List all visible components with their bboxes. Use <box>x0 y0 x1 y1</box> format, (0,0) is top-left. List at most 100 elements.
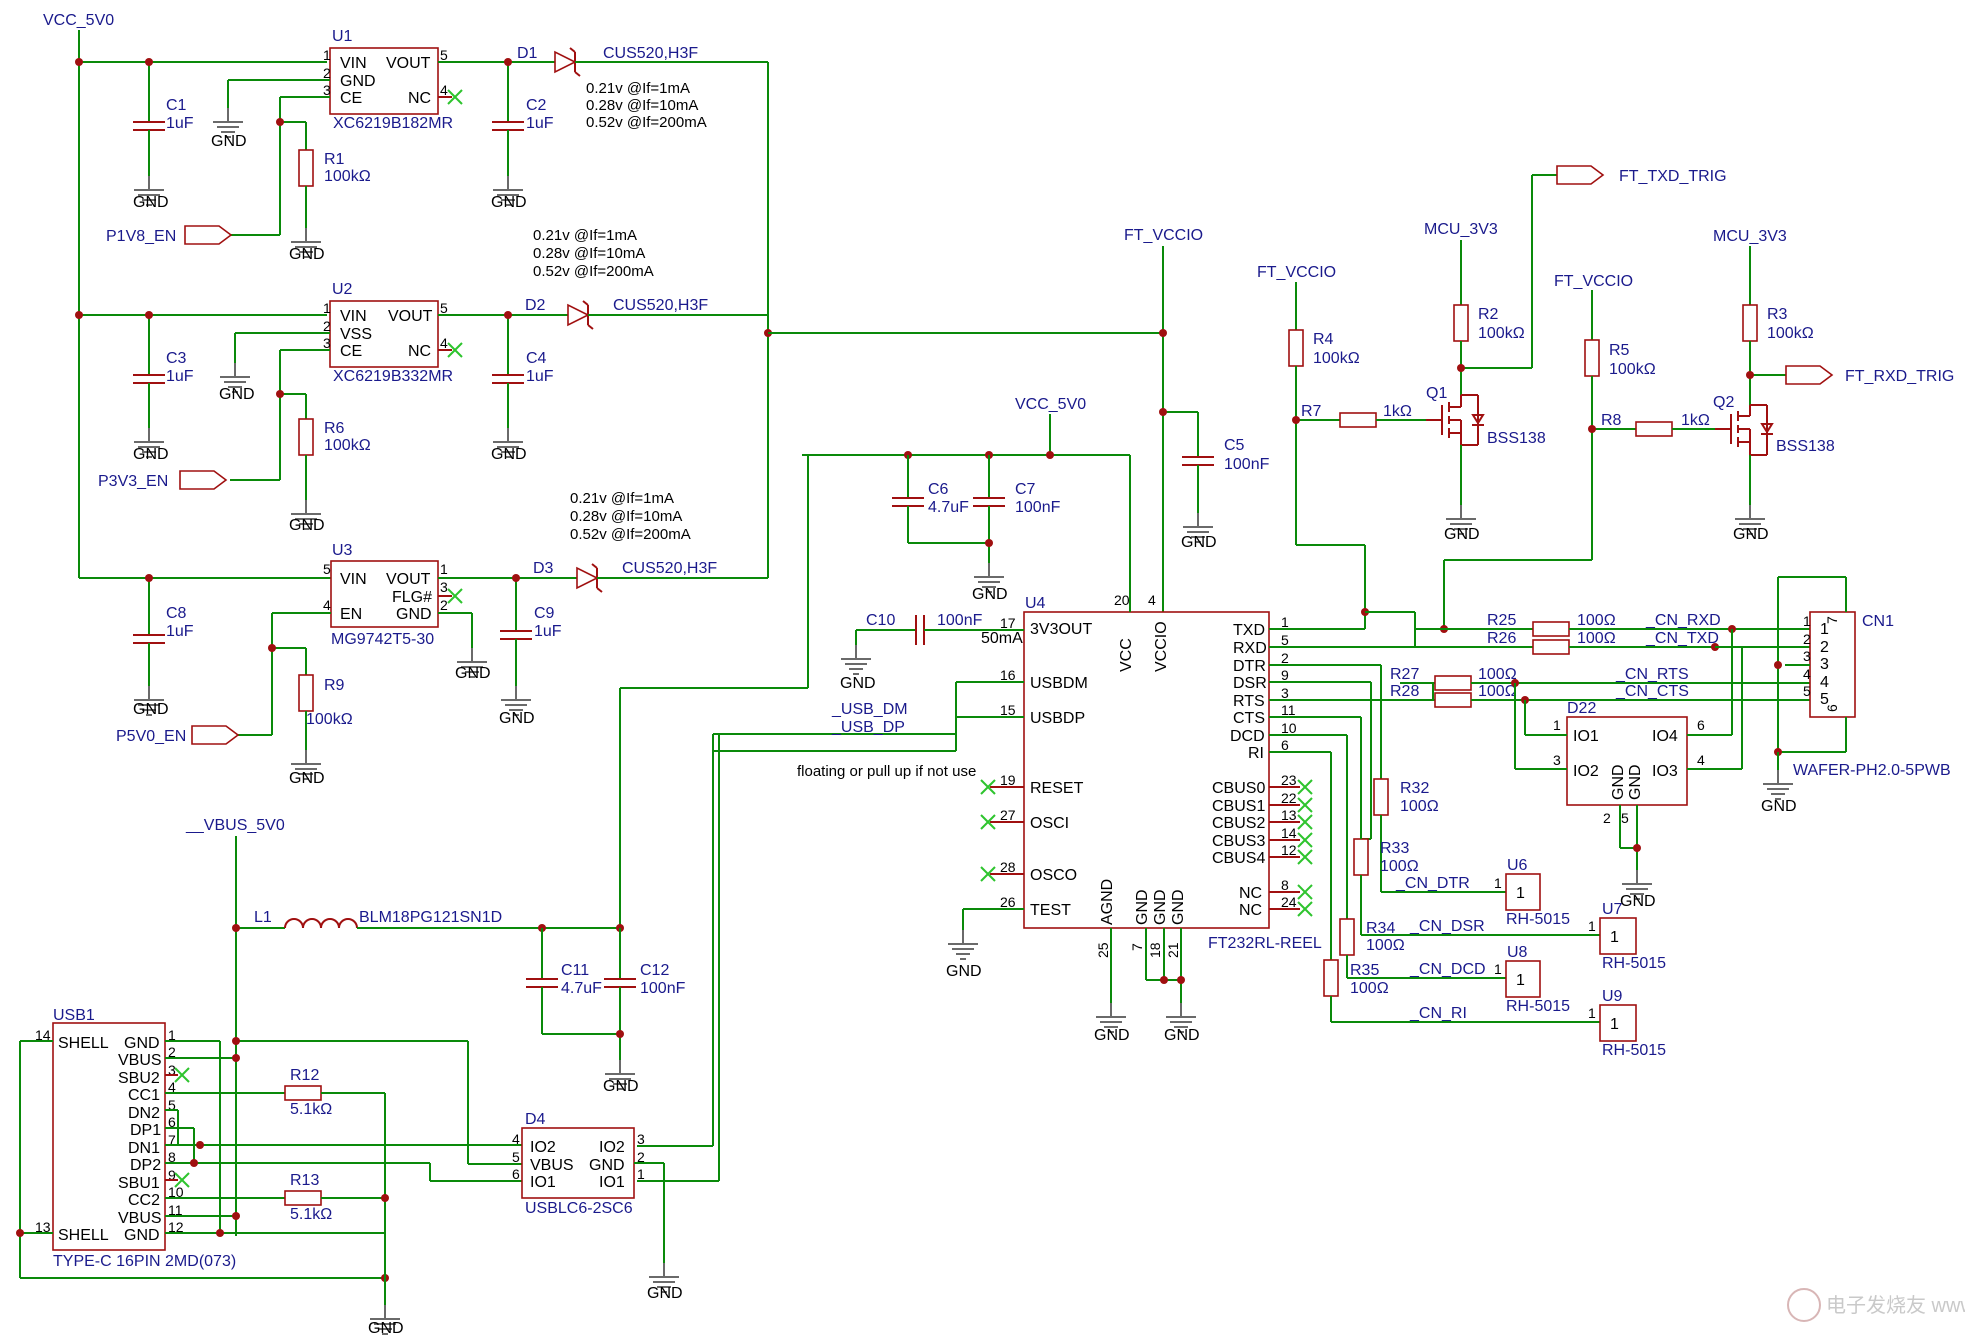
usb-c-connector[interactable] <box>52 1022 166 1251</box>
c11-value: 4.7uF <box>561 980 602 997</box>
svg-text:13: 13 <box>1281 807 1297 823</box>
ft232-pin-nc1: NC <box>1239 885 1262 902</box>
svg-text:SBU2: SBU2 <box>118 1070 160 1087</box>
svg-text:GND: GND <box>124 1227 160 1244</box>
ft232-pin-vcc: VCC <box>1118 638 1135 672</box>
svg-text:5: 5 <box>1281 632 1289 648</box>
ft232-pin-20: 20 <box>1114 592 1130 608</box>
svg-text:6: 6 <box>1697 717 1705 733</box>
svg-text:11: 11 <box>1281 702 1296 718</box>
r32-ref: R32 <box>1400 780 1429 797</box>
u9-part: RH-5015 <box>1602 1042 1666 1059</box>
ft232-pin-28: 28 <box>1000 859 1016 875</box>
r12-value: 5.1kΩ <box>290 1101 332 1118</box>
testpoint-u9[interactable] <box>1599 1004 1637 1042</box>
c2-value: 1uF <box>526 115 554 132</box>
testpoint-u8[interactable] <box>1505 960 1541 998</box>
net-ft-txd-trig[interactable]: FT_TXD_TRIG <box>1619 168 1727 185</box>
c9-ref: C9 <box>534 605 555 622</box>
svg-text:6: 6 <box>1824 704 1840 712</box>
svg-text:1: 1 <box>1610 929 1619 946</box>
svg-text:3: 3 <box>1820 656 1829 673</box>
gnd-label: GND <box>133 701 169 718</box>
regulator-u2 <box>329 300 439 368</box>
u1-pin-nc: NC <box>408 90 431 107</box>
q2-part: BSS138 <box>1776 438 1835 455</box>
c6-value: 4.7uF <box>928 499 969 516</box>
c11-ref: C11 <box>561 962 589 979</box>
svg-text:IO2: IO2 <box>599 1139 625 1156</box>
d1-part: CUS520,H3F <box>603 45 698 62</box>
gnd-label: GND <box>1164 1027 1200 1044</box>
gnd-label: GND <box>1444 526 1480 543</box>
d2-ref: D2 <box>525 297 546 314</box>
c3-ref: C3 <box>166 350 187 367</box>
c1-value: 1uF <box>166 115 194 132</box>
watermark-text: 电子发烧友 www.elecfans.com <box>1826 1294 1965 1317</box>
ft232-part: FT232RL-REEL <box>1208 935 1322 952</box>
svg-text:2: 2 <box>1803 631 1811 647</box>
mosfet-q1 <box>1426 394 1485 446</box>
watermark: 电子发烧友 www.elecfans.com <box>1787 1288 1965 1322</box>
net-cn-rts: _CN_RTS <box>1615 666 1689 683</box>
r26-ref: R26 <box>1487 630 1516 647</box>
svg-text:2: 2 <box>440 597 448 613</box>
testpoint-u6[interactable] <box>1505 873 1541 911</box>
svg-text:24: 24 <box>1281 894 1297 910</box>
tvs-d4 <box>521 1127 635 1199</box>
net-p3v3-en[interactable]: P3V3_EN <box>98 473 168 490</box>
r25-ref: R25 <box>1487 612 1516 629</box>
r5-ref: R5 <box>1609 342 1630 359</box>
r35-ref: R35 <box>1350 962 1379 979</box>
connector-cn1[interactable] <box>1809 611 1856 718</box>
net-ft-vccio-1: FT_VCCIO <box>1124 227 1203 244</box>
u6-ref: U6 <box>1507 857 1528 874</box>
d1-note-1: 0.21v @If=1mA <box>586 80 690 97</box>
c7-value: 100nF <box>1015 499 1061 516</box>
svg-text:4: 4 <box>1803 666 1811 682</box>
ft232-pin-dtr: DTR <box>1233 658 1266 675</box>
svg-text:14: 14 <box>1281 825 1297 841</box>
r34-ref: R34 <box>1366 920 1395 937</box>
inductor-l1 <box>284 918 358 929</box>
r6-ref: R6 <box>324 420 345 437</box>
svg-text:2: 2 <box>323 318 331 334</box>
r1-value: 100kΩ <box>324 168 371 185</box>
net-cn-rxd: _CN_RXD <box>1645 612 1721 629</box>
svg-text:IO2: IO2 <box>1573 763 1599 780</box>
ft232-pin-cbus3: CBUS3 <box>1212 833 1265 850</box>
svg-text:5: 5 <box>512 1149 520 1165</box>
svg-text:1: 1 <box>1516 972 1525 989</box>
gnd-label: GND <box>603 1078 639 1095</box>
gnd-label: GND <box>133 446 169 463</box>
gnd-label: GND <box>647 1285 683 1302</box>
usb1-pin-shell-13: SHELL <box>58 1227 109 1244</box>
r3-value: 100kΩ <box>1767 325 1814 342</box>
gnd-label: GND <box>1181 534 1217 551</box>
net-p5v0-en[interactable]: P5V0_EN <box>116 728 186 745</box>
gnd-label: GND <box>972 586 1008 603</box>
ft232-pin-test: TEST <box>1030 902 1071 919</box>
q1-ref: Q1 <box>1426 385 1447 402</box>
net-ft-rxd-trig[interactable]: FT_RXD_TRIG <box>1845 368 1954 385</box>
r13-value: 5.1kΩ <box>290 1206 332 1223</box>
d1-note-3: 0.52v @If=200mA <box>586 114 707 131</box>
vccio-rail: FT_VCCIO GND C5 100nF <box>768 227 1270 612</box>
svg-text:25: 25 <box>1095 942 1111 958</box>
r1-ref: R1 <box>324 151 345 168</box>
svg-text:1: 1 <box>323 47 331 63</box>
svg-text:2: 2 <box>637 1149 645 1165</box>
net-usb-dp: _USB_DP <box>831 719 905 736</box>
svg-text:DP1: DP1 <box>130 1122 161 1139</box>
svg-text:1: 1 <box>1610 1016 1619 1033</box>
gnd-label: GND <box>1620 893 1656 910</box>
ft232-pin-4: 4 <box>1148 592 1156 608</box>
usb1-pin-shell-14: SHELL <box>58 1035 109 1052</box>
u1-pin-vout: VOUT <box>386 55 431 72</box>
testpoint-u7[interactable] <box>1599 917 1637 955</box>
svg-text:4: 4 <box>440 335 448 351</box>
ft232-pin-agnd: AGND <box>1099 879 1116 925</box>
r5-value: 100kΩ <box>1609 361 1656 378</box>
net-p1v8-en[interactable]: P1V8_EN <box>106 228 176 245</box>
svg-text:3: 3 <box>323 82 331 98</box>
